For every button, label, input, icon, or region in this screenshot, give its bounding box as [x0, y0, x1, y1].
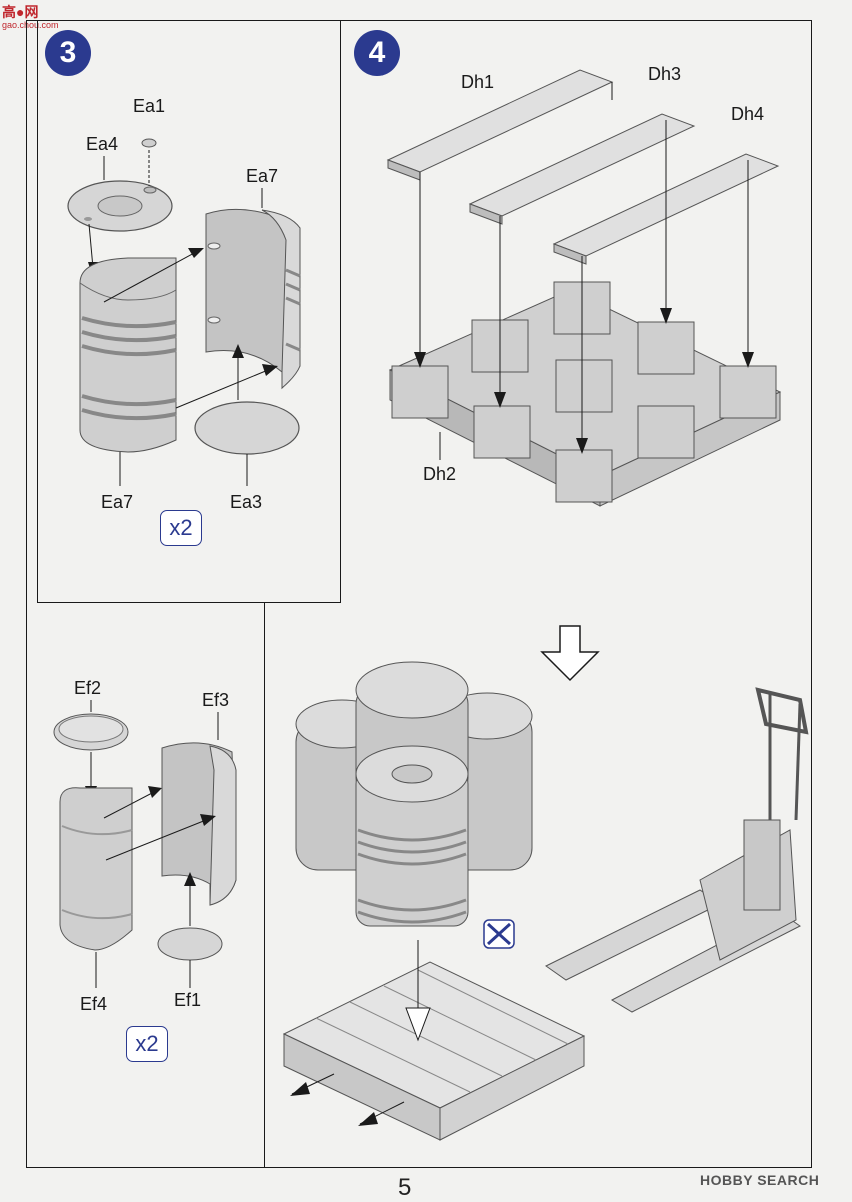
watermark-hobby-search: HOBBY SEARCH	[700, 1172, 820, 1188]
step-3-badge: 3	[45, 30, 91, 76]
step3-panel	[37, 20, 341, 603]
dh3-plank-part	[468, 113, 696, 225]
ef4-barrel-part	[59, 787, 133, 951]
down-arrow-outline-icon	[540, 625, 600, 682]
watermark-subtitle: gao.chou.com	[2, 20, 59, 30]
step3b-multiplier: x2	[126, 1026, 168, 1062]
step3-multiplier: x2	[160, 510, 202, 546]
ef3-barrel-part	[161, 742, 237, 906]
pallet-jack	[545, 687, 809, 1013]
label-ea4: Ea4	[86, 134, 119, 154]
wooden-pallet	[282, 961, 586, 1141]
label-ef2: Ef2	[74, 678, 102, 698]
label-ea7-bottom: Ea7	[101, 492, 134, 512]
watermark-logo: 高●网 gao.chou.com	[2, 2, 59, 30]
label-ef4: Ef4	[80, 994, 108, 1014]
no-glue-icon	[483, 919, 515, 949]
label-ea1: Ea1	[133, 96, 166, 116]
watermark-title: 高●网	[2, 4, 39, 20]
label-ef3: Ef3	[202, 690, 230, 710]
ea4-lid-part	[67, 180, 173, 232]
page-number: 5	[398, 1174, 412, 1201]
step3b-panel	[26, 602, 265, 1168]
ea7-front-half-part	[79, 257, 177, 453]
label-dh3: Dh3	[648, 64, 682, 84]
label-ea7-top: Ea7	[246, 166, 279, 186]
step-4-badge: 4	[354, 30, 400, 76]
ef2-lid-part	[53, 713, 129, 751]
label-dh1: Dh1	[461, 72, 495, 92]
label-ef1: Ef1	[174, 990, 202, 1010]
barrels-assembly	[295, 661, 533, 927]
label-dh2: Dh2	[423, 464, 457, 484]
label-dh4: Dh4	[731, 104, 765, 124]
ea1-cap-part	[141, 138, 157, 148]
label-ea3: Ea3	[230, 492, 263, 512]
ea7-back-half-part	[205, 208, 301, 390]
instruction-frame-outer	[26, 20, 812, 1168]
